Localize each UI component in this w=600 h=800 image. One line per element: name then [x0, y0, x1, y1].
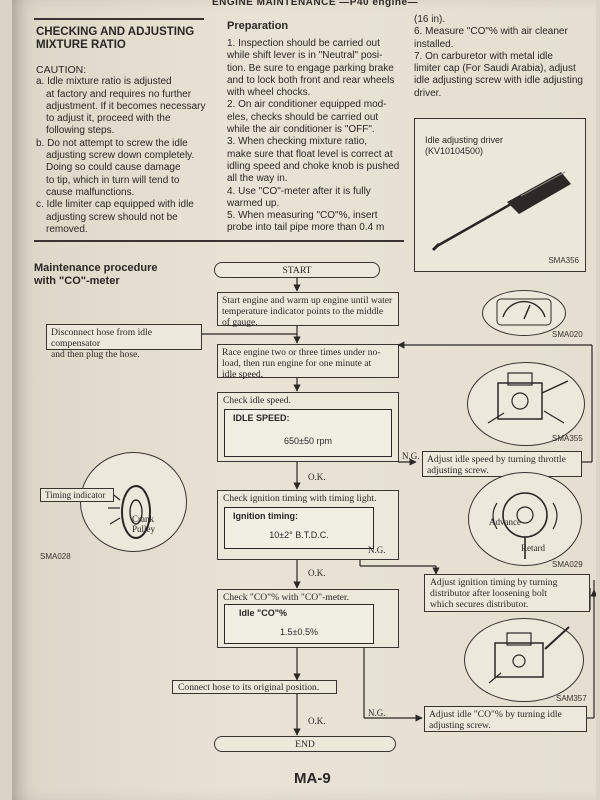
- timing-code: SMA028: [40, 552, 71, 561]
- tool-label: Idle adjusting driver (KV10104500): [425, 135, 504, 156]
- carb1-code: SMA355: [552, 434, 583, 443]
- manual-page: ENGINE MAINTENANCE —P40 engine— CHECKING…: [12, 0, 596, 800]
- preparation-line: while the air conditioner is "OFF".: [227, 124, 375, 136]
- right-column-line: (16 in).: [414, 14, 446, 25]
- right-column-line: 6. Measure "CO"% with air cleaner: [414, 26, 568, 38]
- screwdriver-icon: [431, 171, 571, 252]
- right-column-line: 7. On carburetor with metal idle: [414, 50, 553, 62]
- section-title: CHECKING AND ADJUSTING MIXTURE RATIO: [36, 26, 195, 51]
- end-terminal: END: [214, 736, 396, 752]
- preparation-line: tion. Be sure to engage parking brake: [227, 62, 394, 74]
- preparation-line: and to lock both front and rear wheels: [227, 74, 395, 86]
- running-head: ENGINE MAINTENANCE —P40 engine—: [212, 0, 419, 8]
- caution-b: b. Do not attempt to screw the idle adju…: [36, 137, 195, 198]
- co-spec-box: Idle "CO"% 1.5±0.5%: [224, 604, 374, 644]
- tool-code: SMA356: [548, 256, 579, 265]
- retard-label: Retard: [521, 543, 545, 553]
- timing-value: 10±2° B.T.D.C.: [269, 530, 329, 540]
- preparation-line: 3. When checking mixture ratio,: [227, 136, 368, 148]
- ok-label-2: O.K.: [308, 568, 326, 578]
- preparation-line: idling speed and choke knob is pushed: [227, 160, 400, 172]
- procedure-title: Maintenance procedure with "CO"-meter: [34, 262, 158, 287]
- right-column-line: limiter cap (For Saudi Arabia), adjust: [414, 63, 576, 75]
- gauge-code: SMA020: [552, 330, 583, 339]
- section-rule: [34, 240, 404, 242]
- preparation-line: while shift lever is in "Neutral" posi-: [227, 50, 383, 62]
- timing-spec-box: Ignition timing: 10±2° B.T.D.C.: [224, 507, 374, 549]
- timing-indicator-label: Timing indicator: [40, 488, 114, 502]
- preparation-title: Preparation: [227, 20, 289, 32]
- tool-figure: Idle adjusting driver (KV10104500) SMA35…: [414, 118, 586, 272]
- connect-hose-box: Connect hose to its original position.: [172, 680, 337, 694]
- page-number: MA-9: [294, 770, 331, 787]
- check-idle-box: Check idle speed. IDLE SPEED: 650±50 rpm: [217, 392, 399, 462]
- ok-label-1: O.K.: [308, 472, 326, 482]
- temperature-gauge-figure: [482, 290, 566, 336]
- preparation-line: probe into tail pipe more than 0.4 m: [227, 222, 385, 234]
- carburetor-figure-1: [467, 362, 585, 446]
- ng-label-2: N.G.: [368, 545, 386, 555]
- check-co-box: Check "CO"% with "CO"-meter. Idle "CO"% …: [217, 589, 399, 648]
- distributor-icon: [492, 492, 558, 559]
- carburetor-figure-2: [464, 618, 584, 702]
- start-terminal: START: [214, 262, 380, 278]
- right-column-line: driver.: [414, 87, 442, 99]
- preparation-line: 5. When measuring "CO"%, insert: [227, 210, 378, 222]
- idle-speed-value: 650±50 rpm: [284, 436, 332, 446]
- preparation-line: make sure that float level is correct at: [227, 148, 393, 160]
- preparation-block: Preparation 1. Inspection should be carr…: [227, 20, 407, 235]
- ok-label-3: O.K.: [308, 716, 326, 726]
- right-column-line: idle adjusting screw with idle adjusting: [414, 75, 583, 87]
- preparation-line: 4. Use "CO"-meter after it is fully: [227, 185, 371, 197]
- distributor-figure: Advance Retard: [468, 472, 582, 566]
- carburetor-co-icon: [488, 626, 570, 684]
- race-engine-step: Race engine two or three times under no-…: [217, 344, 399, 380]
- distributor-code: SMA029: [552, 560, 583, 569]
- carburetor-icon: [487, 372, 569, 424]
- crank-pulley-icon: [108, 485, 151, 539]
- gauge-icon: [496, 298, 552, 326]
- right-column-text: (16 in).6. Measure "CO"% with air cleane…: [414, 14, 594, 100]
- carb2-code: SAM357: [556, 694, 587, 703]
- warm-up-step: Start engine and warm up engine until wa…: [217, 292, 399, 328]
- preparation-line: 1. Inspection should be carried out: [227, 38, 380, 49]
- ng-label-3: N.G.: [368, 708, 386, 718]
- preparation-line: with wheel chocks.: [227, 87, 311, 99]
- preparation-line: eles, checks should be carried out: [227, 111, 379, 123]
- preparation-line: warmed up.: [227, 197, 280, 209]
- co-value: 1.5±0.5%: [280, 627, 318, 637]
- preparation-line: 2. On air conditioner equipped mod-: [227, 99, 387, 111]
- check-timing-box: Check ignition timing with timing light.…: [217, 490, 399, 560]
- flowchart-connectors: [187, 278, 596, 736]
- top-rule: [34, 18, 204, 20]
- idle-spec-box: IDLE SPEED: 650±50 rpm: [224, 409, 392, 457]
- caution-c: c. Idle limiter cap equipped with idle a…: [36, 199, 194, 235]
- caution-label: CAUTION:: [36, 64, 87, 76]
- caution-a: a. Idle mixture ratio is adjusted at fac…: [36, 76, 206, 137]
- caution-block: CAUTION: a. Idle mixture ratio is adjust…: [36, 64, 206, 236]
- ng-label-1: N.G.: [402, 451, 420, 461]
- preparation-line: all the way in.: [227, 173, 288, 185]
- right-column-line: installed.: [414, 38, 454, 50]
- advance-label: Advance: [489, 517, 521, 527]
